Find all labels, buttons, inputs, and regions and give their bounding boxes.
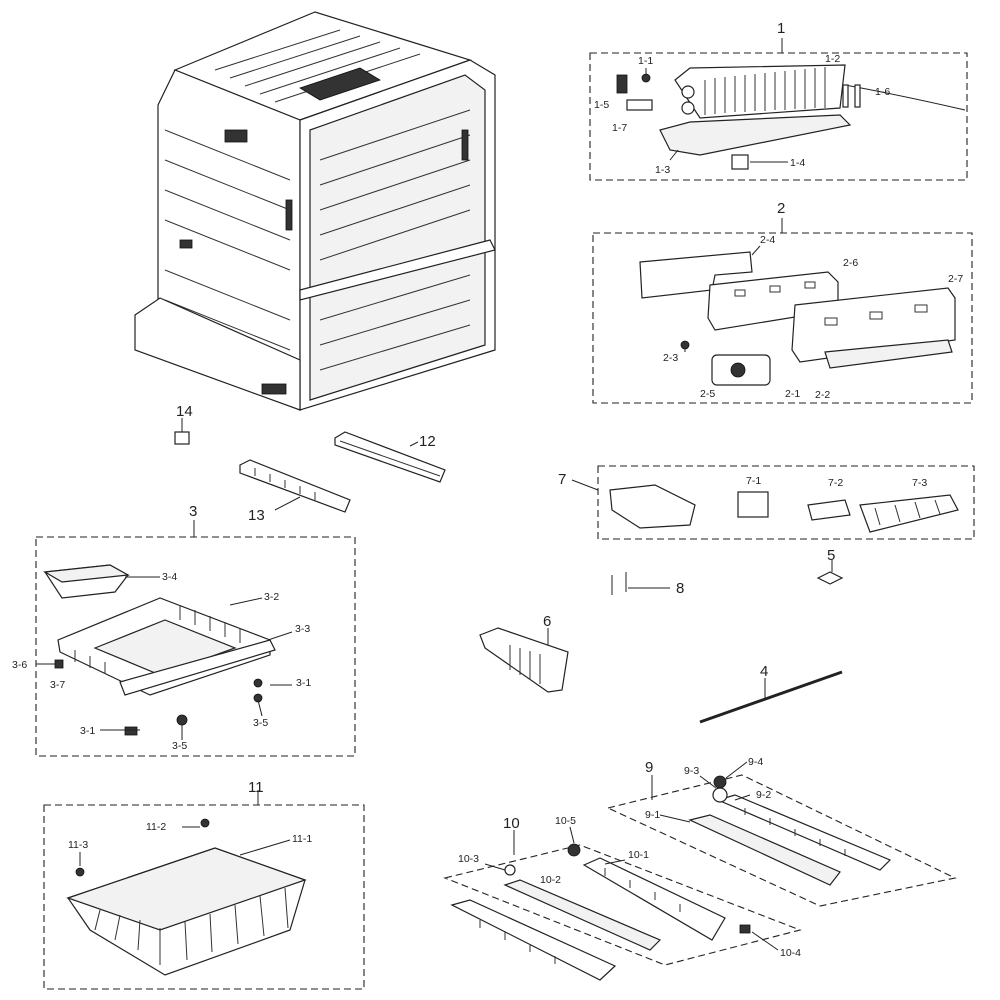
label-3-7: 3-7 — [50, 679, 65, 691]
roller-10-5 — [567, 843, 581, 857]
label-12: 12 — [419, 433, 436, 450]
label-3-1a: 3-1 — [296, 677, 311, 689]
label-2-3: 2-3 — [663, 352, 678, 364]
ice-maker-motor — [737, 491, 769, 518]
label-1-7: 1-7 — [612, 122, 627, 134]
refrigerator-cabinet — [134, 11, 496, 411]
label-10-5: 10-5 — [555, 815, 576, 827]
label-3-4: 3-4 — [162, 571, 177, 583]
group-1-evaporator: 1 1-1 1-2 1-3 1-4 1-5 1-6 1-7 — [589, 20, 968, 181]
group-3-drawer: 3 3-1 3-1 3-2 3-3 3-4 3 — [12, 503, 356, 757]
ice-maker-sensor — [807, 499, 851, 521]
label-11: 11 — [248, 779, 264, 796]
label-1-2: 1-2 — [825, 53, 840, 65]
label-4: 4 — [760, 663, 768, 680]
label-9-1: 9-1 — [645, 809, 660, 821]
label-10-1: 10-1 — [628, 849, 649, 861]
label-1-1: 1-1 — [638, 55, 653, 67]
rails-group: 12 13 14 — [174, 403, 446, 524]
label-2: 2 — [777, 200, 785, 217]
mounting-plate — [639, 251, 753, 299]
group-10-rail: 10 10-1 10-2 10-3 10-4 10-5 — [443, 815, 802, 981]
part-4-strip: 4 — [699, 663, 843, 724]
label-3-5a: 3-5 — [253, 717, 268, 729]
rail-9-2 — [716, 794, 892, 871]
group-1-box — [589, 52, 968, 181]
label-10-4: 10-4 — [780, 947, 801, 959]
label-3-5b: 3-5 — [172, 740, 187, 752]
part-6-filter: 6 — [479, 613, 569, 693]
label-2-6: 2-6 — [843, 257, 858, 269]
label-9-2: 9-2 — [756, 789, 771, 801]
evaporator-coil — [674, 64, 846, 119]
label-7-2: 7-2 — [828, 477, 843, 489]
filter-housing — [479, 627, 569, 693]
ice-maker-unit — [609, 484, 696, 529]
clip-14 — [174, 431, 190, 445]
fasteners: 5 8 — [611, 547, 844, 597]
ice-tray — [859, 494, 959, 533]
front-trim — [450, 899, 617, 981]
group-7-ice-maker: 7 7-1 7-2 7-3 — [558, 465, 975, 540]
label-3: 3 — [189, 503, 197, 520]
label-10-2: 10-2 — [540, 874, 561, 886]
clip-10-4 — [739, 924, 751, 934]
group-9-box — [606, 774, 957, 907]
rail-13 — [239, 459, 351, 513]
label-2-2: 2-2 — [815, 389, 830, 401]
seal-strip — [699, 670, 843, 724]
part-5 — [816, 571, 844, 585]
group-2-fan-cover: 2 2-1 2-2 2-3 2-4 2-5 2-6 2-7 — [592, 200, 973, 404]
label-2-1: 2-1 — [785, 388, 800, 400]
label-9-4: 9-4 — [748, 756, 763, 768]
group-11-basket: 11 11-1 11-2 11-3 — [43, 779, 365, 990]
label-7-3: 7-3 — [912, 477, 927, 489]
label-2-5: 2-5 — [700, 388, 715, 400]
label-1-5: 1-5 — [594, 99, 609, 111]
rail-9-1 — [688, 814, 841, 886]
label-5: 5 — [827, 547, 835, 564]
group-9-rail: 9 9-1 9-2 9-3 9-4 — [606, 756, 957, 907]
label-10: 10 — [503, 815, 520, 832]
label-9-3: 9-3 — [684, 765, 699, 777]
label-14: 14 — [176, 403, 193, 420]
label-8: 8 — [676, 580, 684, 597]
label-1-6: 1-6 — [875, 86, 890, 98]
label-7-1: 7-1 — [746, 475, 761, 487]
label-13: 13 — [248, 507, 265, 524]
label-3-1b: 3-1 — [80, 725, 95, 737]
label-11-2: 11-2 — [146, 821, 166, 833]
label-9: 9 — [645, 759, 653, 776]
roller-9-4 — [713, 775, 727, 789]
label-11-1: 11-1 — [292, 833, 312, 845]
roller-9-3 — [712, 787, 728, 803]
label-11-3: 11-3 — [68, 839, 88, 851]
label-2-7: 2-7 — [948, 273, 963, 285]
label-6: 6 — [543, 613, 551, 630]
drain-pan — [659, 114, 852, 156]
group-3-box — [35, 536, 356, 757]
label-3-2: 3-2 — [264, 591, 279, 603]
group-10-box — [443, 844, 802, 966]
group-11-box — [43, 804, 365, 990]
rail-10-2 — [503, 879, 662, 951]
label-3-3: 3-3 — [295, 623, 310, 635]
label-1: 1 — [777, 20, 785, 37]
drawer-rail — [119, 639, 276, 696]
label-10-3: 10-3 — [458, 853, 479, 865]
label-1-4: 1-4 — [790, 157, 805, 169]
label-2-4: 2-4 — [760, 234, 775, 246]
label-3-6: 3-6 — [12, 659, 27, 671]
group-7-box — [597, 465, 975, 540]
label-1-3: 1-3 — [655, 164, 670, 176]
rail-12 — [334, 431, 446, 483]
label-7: 7 — [558, 471, 566, 488]
